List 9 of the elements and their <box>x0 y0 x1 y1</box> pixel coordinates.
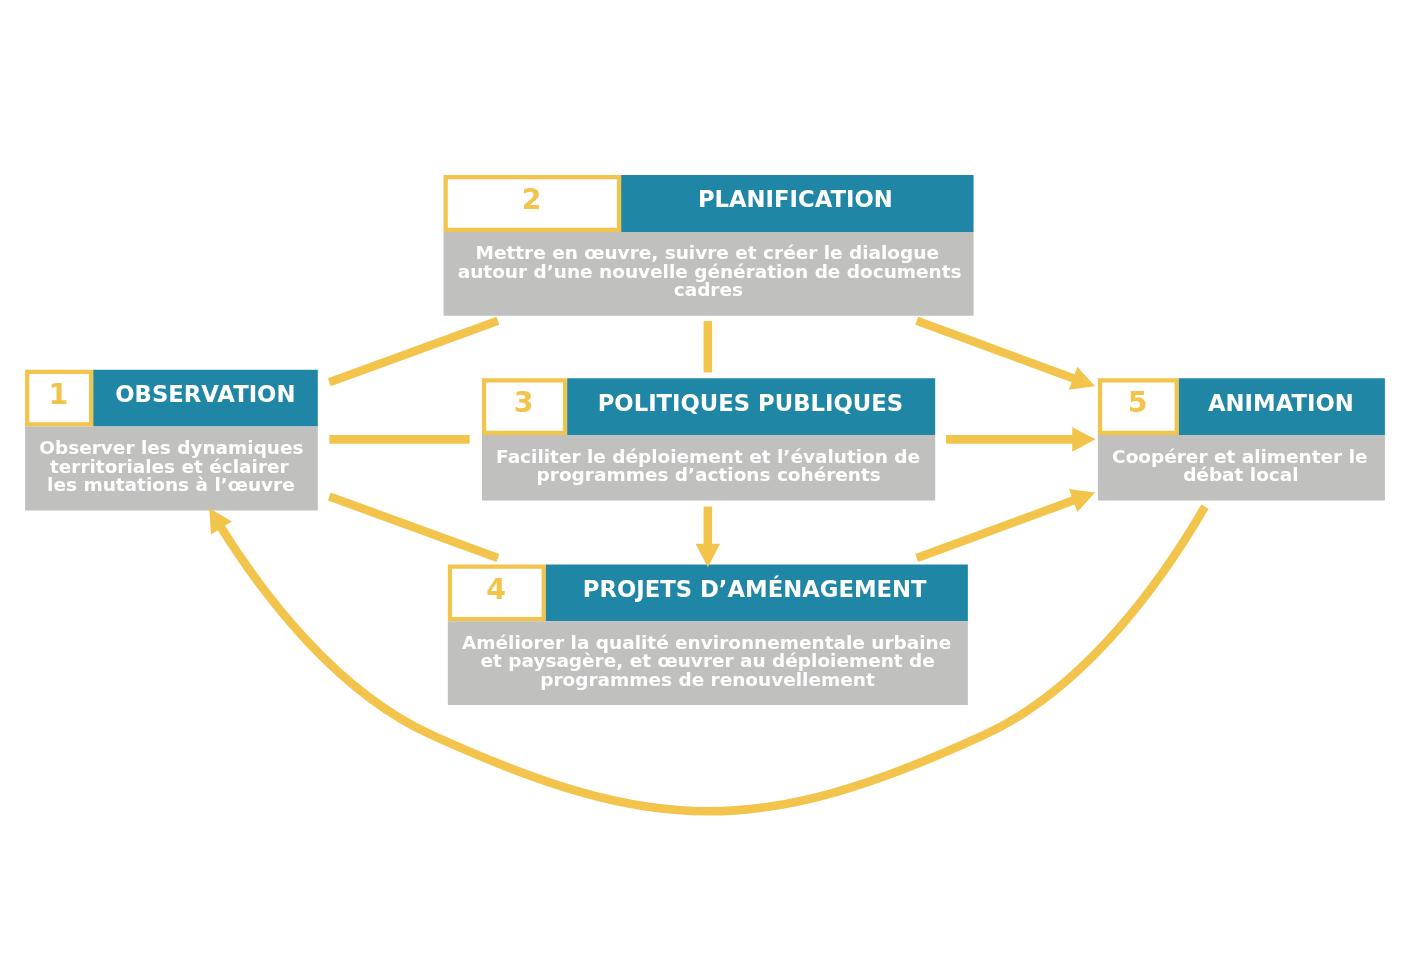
connector <box>327 316 500 386</box>
arrow <box>945 426 1096 452</box>
arrow <box>915 316 1096 390</box>
connector <box>327 491 500 562</box>
connector <box>329 434 470 444</box>
arrow <box>695 506 721 567</box>
connector <box>703 320 713 372</box>
arrow <box>915 488 1096 562</box>
arrow <box>209 503 1209 815</box>
